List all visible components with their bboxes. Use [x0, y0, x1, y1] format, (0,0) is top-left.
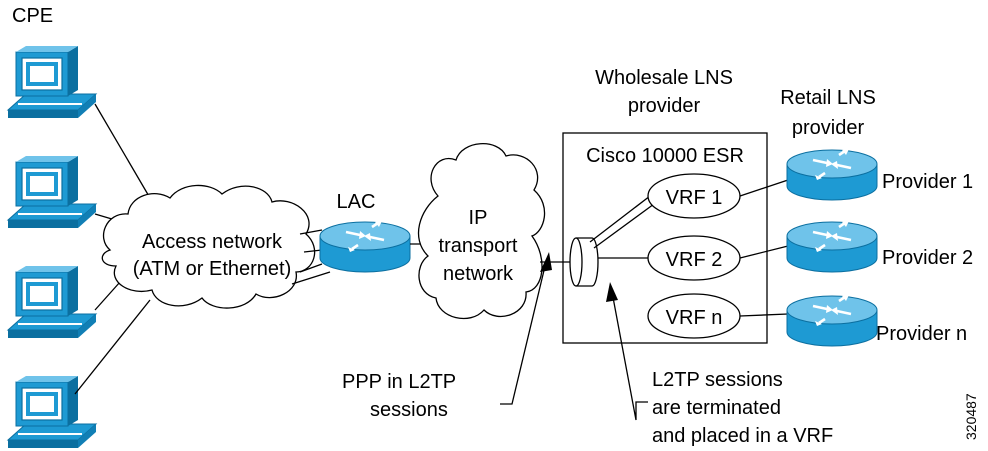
computer-icon	[7, 45, 97, 119]
ppp-callout-line	[500, 261, 547, 405]
l2tp-callout-arrow	[606, 282, 618, 302]
lac-label: LAC	[337, 191, 376, 213]
access-lac-links	[291, 229, 331, 285]
ppp-sublabel: sessions	[370, 399, 448, 421]
ppp-callout-arrow	[540, 252, 552, 272]
ip-transport-label: IP	[469, 207, 488, 229]
wholesale-sublabel: provider	[628, 95, 701, 117]
access-network-cloud-icon	[101, 184, 316, 309]
tunnel-vrf1-link-2	[593, 203, 655, 249]
provider2-label: Provider 2	[882, 247, 973, 269]
l2tp-label-3: and placed in a VRF	[652, 425, 833, 447]
ip-transport-cloud-icon	[417, 143, 546, 320]
provider1-router-icon	[785, 147, 879, 202]
figure-id: 320487	[963, 393, 979, 440]
access-network-sublabel: (ATM or Ethernet)	[133, 258, 292, 280]
l2tp-label-2: are terminated	[652, 397, 781, 419]
access-network-label: Access network	[142, 231, 283, 253]
l2tp-callout-line	[611, 291, 648, 421]
ppp-label: PPP in L2TP	[342, 371, 456, 393]
cpe-links	[74, 103, 151, 395]
vrf2-provider-link	[739, 245, 789, 259]
lac-router-icon	[318, 219, 412, 274]
computer-icon	[7, 155, 97, 229]
ip-transport-label-3: network	[443, 263, 514, 285]
provider1-label: Provider 1	[882, 171, 973, 193]
vrf1-label: VRF 1	[666, 187, 723, 209]
cpe-label: CPE	[12, 5, 53, 27]
ip-transport-label-2: transport	[439, 235, 518, 257]
retail-label: Retail LNS	[780, 87, 876, 109]
esr-label: Cisco 10000 ESR	[586, 145, 744, 167]
vrf2-label: VRF 2	[666, 249, 723, 271]
provider2-router-icon	[785, 219, 879, 274]
vrfn-label: VRF n	[666, 307, 723, 329]
retail-sublabel: provider	[792, 117, 865, 139]
providern-label: Provider n	[876, 323, 967, 345]
computer-icon	[7, 375, 97, 449]
wholesale-label: Wholesale LNS	[595, 67, 733, 89]
vrf1-provider-link	[739, 179, 789, 197]
vrfn-provider-link	[739, 313, 789, 317]
providern-router-icon	[785, 293, 879, 348]
l2tp-label: L2TP sessions	[652, 369, 783, 391]
tunnel-icon	[569, 237, 599, 287]
computer-icon	[7, 265, 97, 339]
tunnel-vrf1-link	[589, 195, 651, 243]
esr-box	[562, 132, 768, 344]
